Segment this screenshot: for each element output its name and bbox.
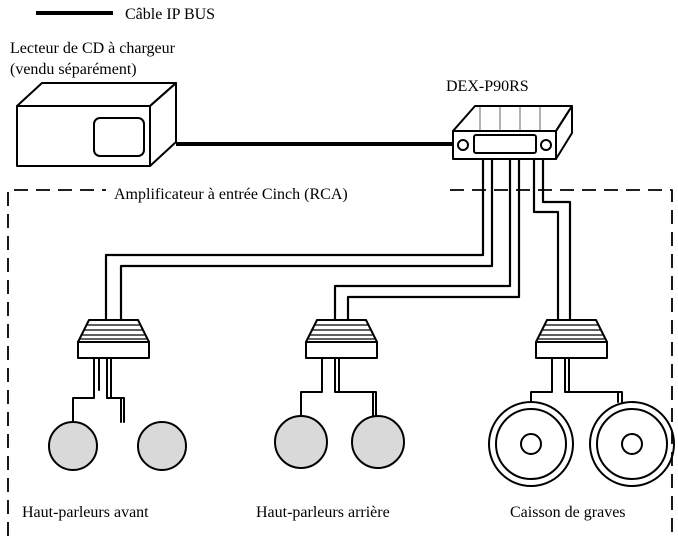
subwoofer-left (488, 401, 574, 487)
sub-rca-cable (532, 157, 560, 322)
amplifier-zone-label: Amplificateur à entrée Cinch (RCA) (110, 186, 352, 204)
head-unit-label: DEX-P90RS (446, 78, 529, 95)
front-speakers-label: Haut-parleurs avant (22, 504, 149, 521)
front-speaker-right (137, 421, 187, 471)
front-amplifier (77, 319, 150, 359)
subwoofer-label: Caisson de graves (510, 504, 626, 521)
subwoofer-right (589, 401, 675, 487)
rear-amplifier (305, 319, 378, 359)
rear-rca-cable (333, 157, 512, 322)
rear-rca-cable-2 (346, 157, 521, 322)
rear-speaker-right (351, 415, 405, 469)
front-rca-cable-2 (119, 157, 494, 322)
front-rca-cable (104, 157, 485, 322)
sub-rca-cable-2 (541, 157, 572, 322)
subwoofer-amplifier (535, 319, 608, 359)
cd-changer-sublabel: (vendu séparément) (10, 61, 137, 78)
speaker-wires (72, 357, 623, 423)
rear-speaker-left (274, 415, 328, 469)
rear-speakers-label: Haut-parleurs arrière (256, 504, 390, 521)
head-unit-device (452, 105, 573, 160)
cd-changer-label: Lecteur de CD à chargeur (10, 40, 175, 57)
rca-cables (104, 157, 572, 322)
cd-changer-device (16, 82, 177, 167)
front-speaker-left (48, 421, 98, 471)
amplifier-zone-frame (7, 189, 673, 536)
legend-label: Câble IP BUS (125, 6, 216, 23)
